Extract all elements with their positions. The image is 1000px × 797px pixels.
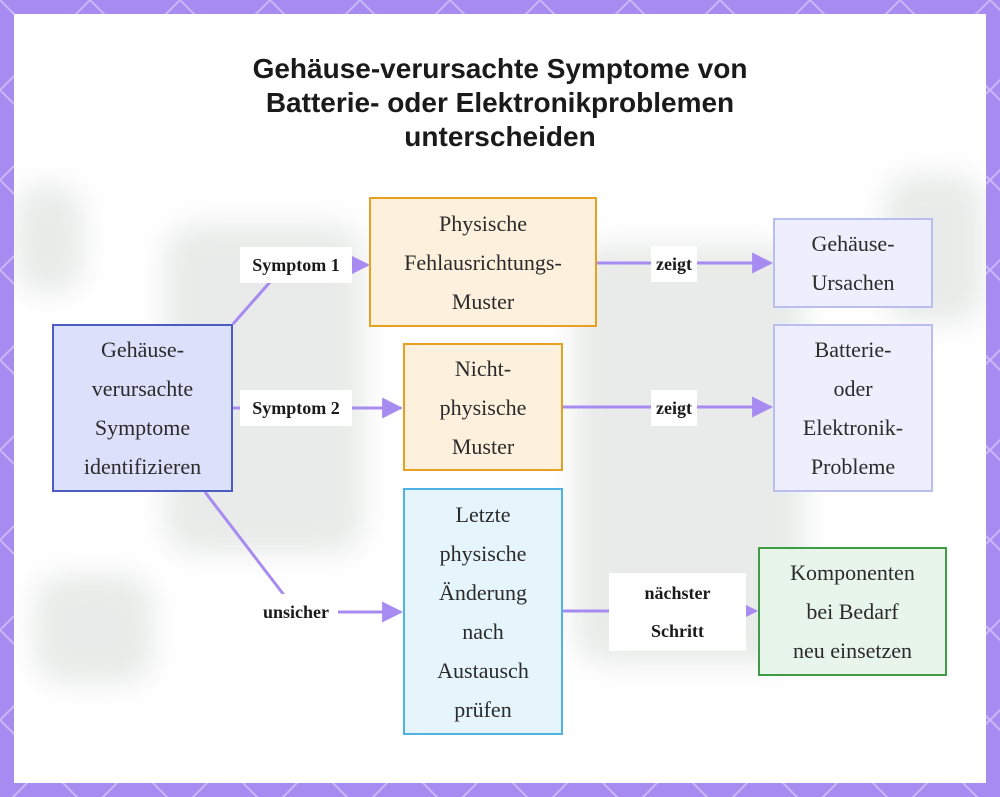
node-line: Batterie- — [814, 337, 892, 362]
node-line: nach — [462, 618, 504, 644]
node-check-last-change: Letzte physische Änderung nach Austausch… — [403, 488, 563, 735]
node-line: Nicht- — [454, 355, 512, 381]
node-line: neu einsetzen — [792, 638, 913, 663]
node-line: Physische — [439, 210, 527, 236]
node-line: Muster — [451, 433, 515, 459]
node-line: Muster — [451, 288, 515, 314]
edge-label-text: Schritt — [651, 621, 704, 641]
node-battery-electronics: Batterie- oder Elektronik- Probleme — [773, 324, 933, 492]
node-nonphysical-patterns: Nicht- physische Muster — [403, 343, 563, 471]
node-physical-patterns: Physische Fehlausrichtungs- Muster — [369, 197, 597, 327]
node-line: identifizieren — [83, 454, 202, 479]
background-blur — [34, 574, 154, 684]
node-line: verursachte — [91, 376, 194, 401]
node-line: Probleme — [810, 454, 896, 479]
node-line: prüfen — [454, 696, 512, 722]
node-line: Gehäuse- — [811, 231, 895, 256]
node-line: Elektronik- — [802, 415, 904, 440]
edge-label-symptom-1: Symptom 1 — [240, 247, 352, 283]
edge-label-text: unsicher — [262, 602, 329, 622]
node-reseat-components: Komponenten bei Bedarf neu einsetzen — [758, 547, 947, 676]
node-line: Symptome — [94, 415, 191, 440]
node-line: physische — [439, 540, 527, 566]
node-line: Fehlausrichtungs- — [404, 249, 562, 275]
background-blur — [14, 184, 84, 294]
edge-label-text: zeigt — [656, 398, 692, 418]
node-line: physische — [439, 394, 527, 420]
node-line: Änderung — [439, 579, 527, 605]
node-identify-symptoms: Gehäuse- verursachte Symptome identifizi… — [52, 324, 233, 492]
node-line: Gehäuse- — [100, 337, 185, 362]
title-line: Gehäuse-verursachte Symptome von — [252, 53, 748, 84]
node-line: bei Bedarf — [806, 599, 899, 624]
node-line: Ursachen — [811, 270, 895, 295]
title-line: unterscheiden — [404, 121, 596, 152]
edge-label-symptom-2: Symptom 2 — [240, 390, 352, 426]
node-housing-causes: Gehäuse- Ursachen — [773, 218, 933, 308]
title-line: Batterie- oder Elektronikproblemen — [265, 87, 735, 118]
edge-label-next-step: nächster Schritt — [609, 573, 746, 651]
edge-label-shows-2: zeigt — [651, 390, 697, 426]
edge-label-shows-1: zeigt — [651, 246, 697, 282]
node-line: Austausch — [437, 657, 529, 683]
node-line: Letzte — [455, 501, 511, 527]
edge-label-text: Symptom 1 — [252, 255, 340, 275]
node-line: oder — [833, 376, 873, 401]
edge-label-text: Symptom 2 — [252, 398, 340, 418]
diagram-title: Gehäuse-verursachte Symptome von Batteri… — [150, 52, 850, 154]
node-line: Komponenten — [790, 560, 915, 585]
edge-label-unsure: unsicher — [254, 594, 338, 630]
edge-label-text: zeigt — [656, 254, 692, 274]
edge-label-text: nächster — [644, 583, 711, 603]
